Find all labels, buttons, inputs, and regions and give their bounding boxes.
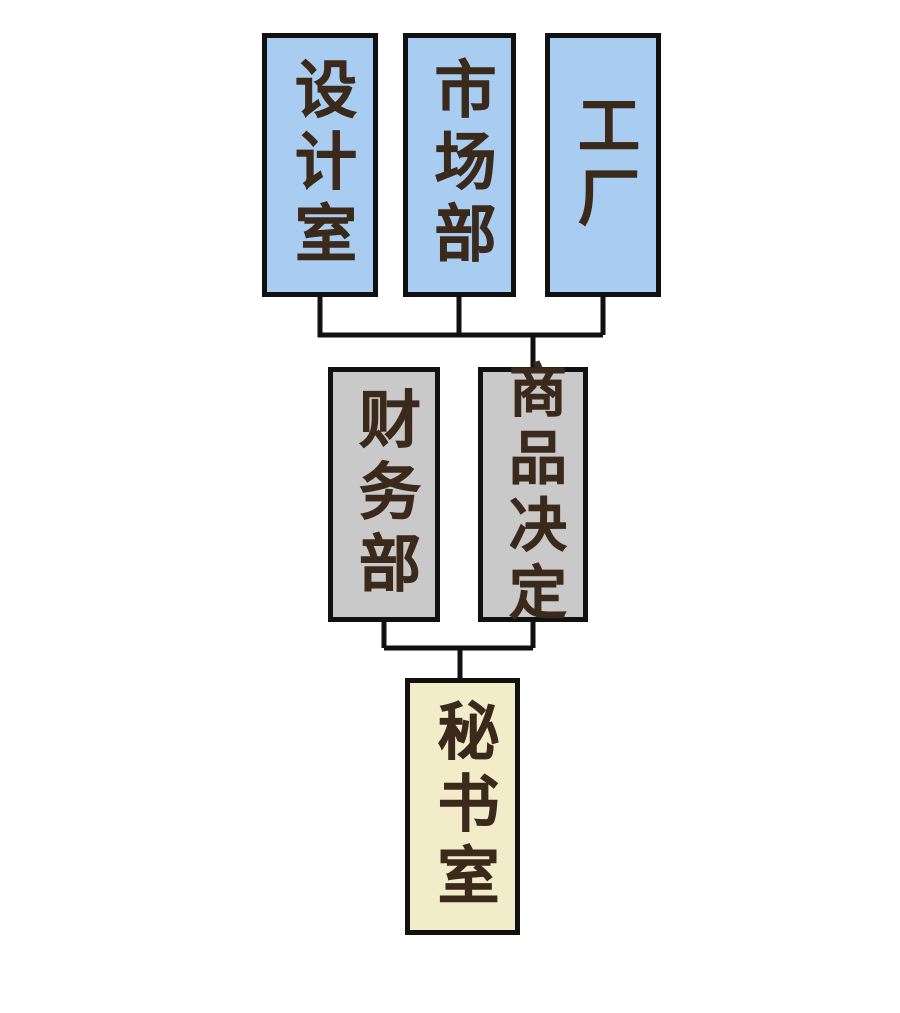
node-finance-label: 财务部 — [348, 386, 422, 603]
node-product-decision[interactable]: 商品决定 — [478, 360, 588, 629]
node-secretary-label: 秘书室 — [426, 698, 500, 915]
node-design-label: 设计室 — [284, 57, 358, 273]
node-factory-label: 工厂 — [567, 93, 641, 237]
node-marketing-label: 市场部 — [423, 57, 497, 273]
node-factory[interactable]: 工厂 — [545, 33, 661, 297]
node-secretary[interactable]: 秘书室 — [405, 678, 520, 935]
node-marketing[interactable]: 市场部 — [403, 33, 516, 297]
node-finance[interactable]: 财务部 — [328, 367, 440, 622]
node-design[interactable]: 设计室 — [262, 33, 378, 297]
node-product-decision-label: 商品决定 — [499, 359, 568, 630]
